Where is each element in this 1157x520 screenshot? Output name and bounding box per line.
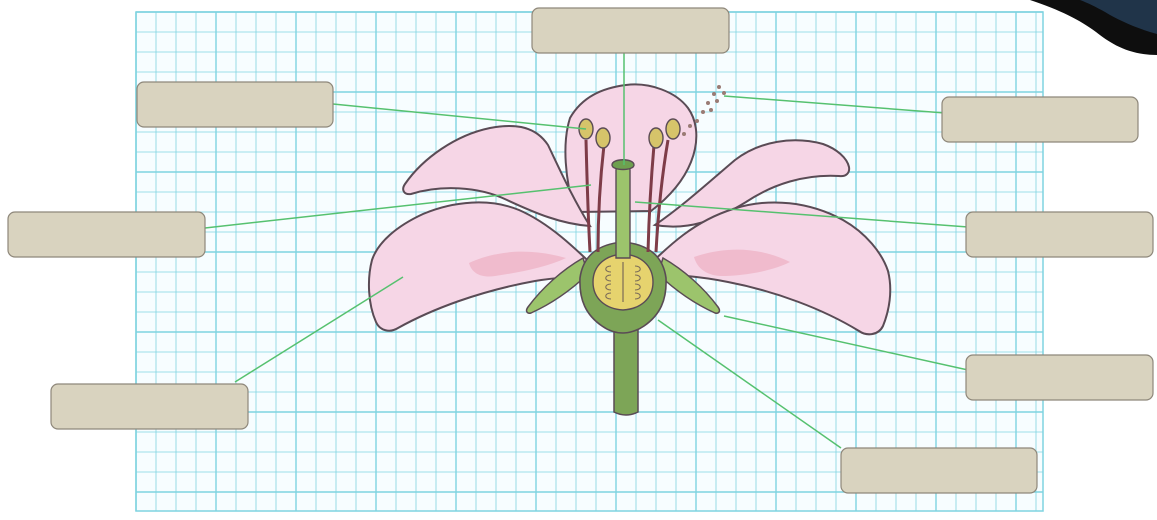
label-box-right-2[interactable] [966, 212, 1153, 257]
anther [649, 128, 663, 148]
stigma [612, 160, 634, 170]
label-box-left-1[interactable] [137, 82, 333, 127]
anther [666, 119, 680, 139]
label-box-left-3[interactable] [51, 384, 248, 429]
label-box-right-4[interactable] [841, 448, 1037, 493]
style [616, 166, 630, 258]
label-box-right-1[interactable] [942, 97, 1138, 142]
anther [596, 128, 610, 148]
label-box-right-3[interactable] [966, 355, 1153, 400]
label-box-top[interactable] [532, 8, 729, 53]
label-box-left-2[interactable] [8, 212, 205, 257]
